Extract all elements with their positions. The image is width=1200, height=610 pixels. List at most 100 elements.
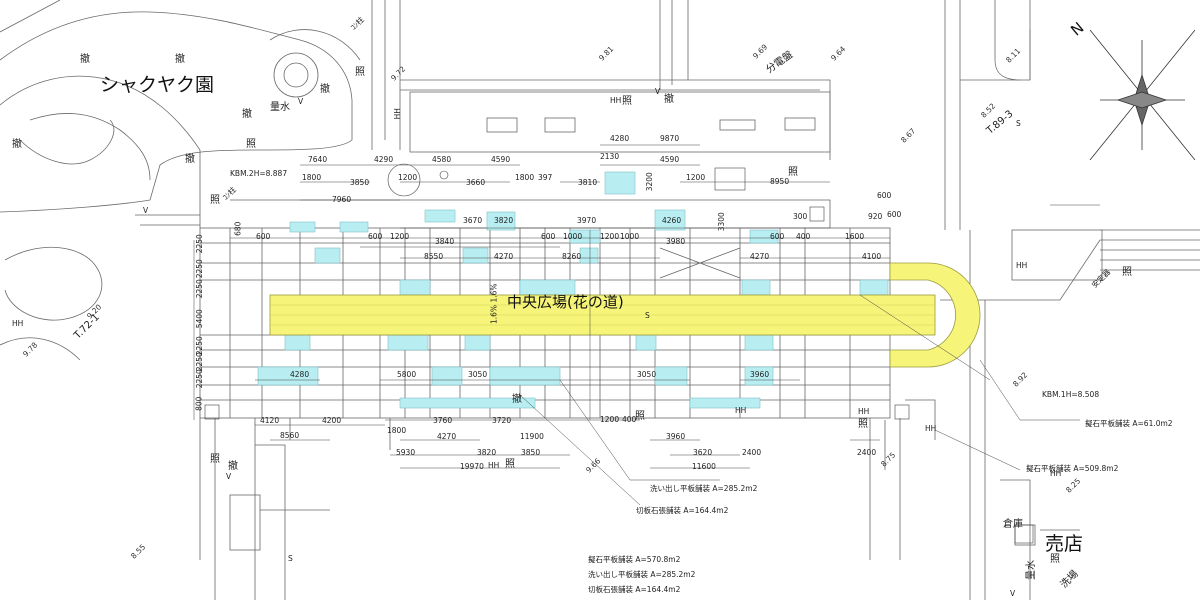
dim: 3760: [433, 416, 453, 425]
dim: 4270: [494, 252, 514, 261]
dim: 2250: [194, 259, 204, 279]
benchmark-kbm1: KBM.1H=8.508: [1042, 390, 1100, 399]
dim: 5400: [194, 309, 204, 329]
dim: 680: [233, 221, 243, 236]
water-meter-mark: 量水: [1026, 560, 1037, 580]
dim: 300: [793, 212, 808, 221]
dim: 4120: [260, 416, 280, 425]
light-mark: 照: [622, 96, 632, 107]
dim: 600: [368, 232, 383, 241]
dim: 3670: [463, 216, 483, 225]
removal-mark: 撤: [664, 94, 674, 105]
light-mark: 照: [210, 454, 220, 465]
dim: 3820: [494, 216, 514, 225]
dim: 3850: [350, 178, 370, 187]
light-mark: 照: [246, 139, 256, 150]
removal-mark: 撤: [242, 109, 252, 120]
dim: 3200: [644, 172, 654, 192]
roundabout: [273, 52, 319, 98]
dim: 7960: [332, 195, 352, 204]
handhole-mark: HH: [1050, 469, 1062, 478]
dim: 4260: [662, 216, 682, 225]
light-mark: 照: [505, 459, 515, 470]
removal-mark: 撤: [228, 461, 238, 472]
dim: 2250: [194, 369, 204, 389]
dim: 9870: [660, 134, 680, 143]
valve-mark: V: [226, 472, 232, 481]
shop-name: 売店: [1045, 533, 1084, 555]
dim: 600: [877, 191, 892, 200]
dim: 3050: [468, 370, 488, 379]
dim: 2250: [194, 234, 204, 254]
dim: 5930: [396, 448, 416, 457]
dim: 3840: [435, 237, 455, 246]
dim: 3620: [693, 448, 713, 457]
summary-2: 洗い出し平板舗装 A=285.2m2: [588, 570, 696, 579]
dim: 600: [770, 232, 785, 241]
dim: 4270: [437, 432, 457, 441]
benchmark-kbm2: KBM.2H=8.887: [230, 169, 288, 178]
dim: 3850: [521, 448, 541, 457]
plaza-name: 中央広場(花の道): [507, 293, 624, 311]
dim: 3820: [477, 448, 497, 457]
removal-mark: 撤: [512, 394, 522, 405]
handhole-mark: HH: [925, 424, 937, 433]
paving-note-4: 切板石張舗装 A=164.4m2: [636, 506, 729, 515]
garden-path: [0, 75, 201, 181]
removal-mark: 撤: [80, 54, 90, 65]
dim: 3810: [578, 178, 598, 187]
dim: 8550: [424, 252, 444, 261]
dim: 4100: [862, 252, 882, 261]
dim: 1000: [563, 232, 583, 241]
dim: 800: [194, 396, 204, 411]
light-mark: 照: [788, 167, 798, 178]
sewer-mark: S: [288, 554, 293, 563]
dim: 1000: [620, 232, 640, 241]
paving-note-3: 洗い出し平板舗装 A=285.2m2: [650, 484, 758, 493]
sewer-mark: S: [1016, 119, 1021, 128]
valve-mark: V: [143, 206, 149, 215]
dim: 1200: [600, 415, 620, 424]
handhole-mark: HH: [1016, 261, 1028, 270]
dim: 7640: [308, 155, 328, 164]
handhole-mark: HH: [735, 406, 747, 415]
summary-1: 擬石平板舗装 A=570.8m2: [588, 555, 681, 564]
dim: 1200: [390, 232, 410, 241]
dim: 1200: [686, 173, 706, 182]
dim: 920: [868, 212, 883, 221]
dim: 2130: [600, 152, 620, 161]
dim: 3660: [466, 178, 486, 187]
dim: 400: [622, 415, 637, 424]
dim: 1200: [398, 173, 418, 182]
dim: 4590: [660, 155, 680, 164]
dim: 3970: [577, 216, 597, 225]
dim: 5800: [397, 370, 417, 379]
dim: 11600: [692, 462, 716, 471]
garden-name: シャクヤク園: [100, 74, 215, 96]
handhole-mark: HH: [392, 108, 402, 120]
storehouse-label: 倉庫: [1003, 519, 1023, 530]
dim: 3960: [750, 370, 770, 379]
dim: 1800: [515, 173, 535, 182]
valve-mark: V: [298, 97, 304, 106]
dim: 4200: [322, 416, 342, 425]
dim: 4270: [750, 252, 770, 261]
handhole-mark: HH: [858, 407, 870, 416]
dim: 2400: [857, 448, 877, 457]
light-mark: 照: [1050, 554, 1060, 565]
handhole-mark: HH: [610, 96, 622, 105]
dim: 1600: [845, 232, 865, 241]
dim: 1800: [387, 426, 407, 435]
garden-outline: [0, 0, 353, 213]
water-meter-mark: 量水: [270, 102, 290, 113]
dim: 600: [887, 210, 902, 219]
removal-mark: 撤: [185, 154, 195, 165]
dim: 2250: [194, 279, 204, 299]
sewer-mark: S: [645, 311, 650, 320]
dim: 4280: [610, 134, 630, 143]
dim: 8260: [562, 252, 582, 261]
slope-label: 1.6% 1.6%: [489, 283, 499, 325]
light-mark: 照: [1122, 267, 1132, 278]
